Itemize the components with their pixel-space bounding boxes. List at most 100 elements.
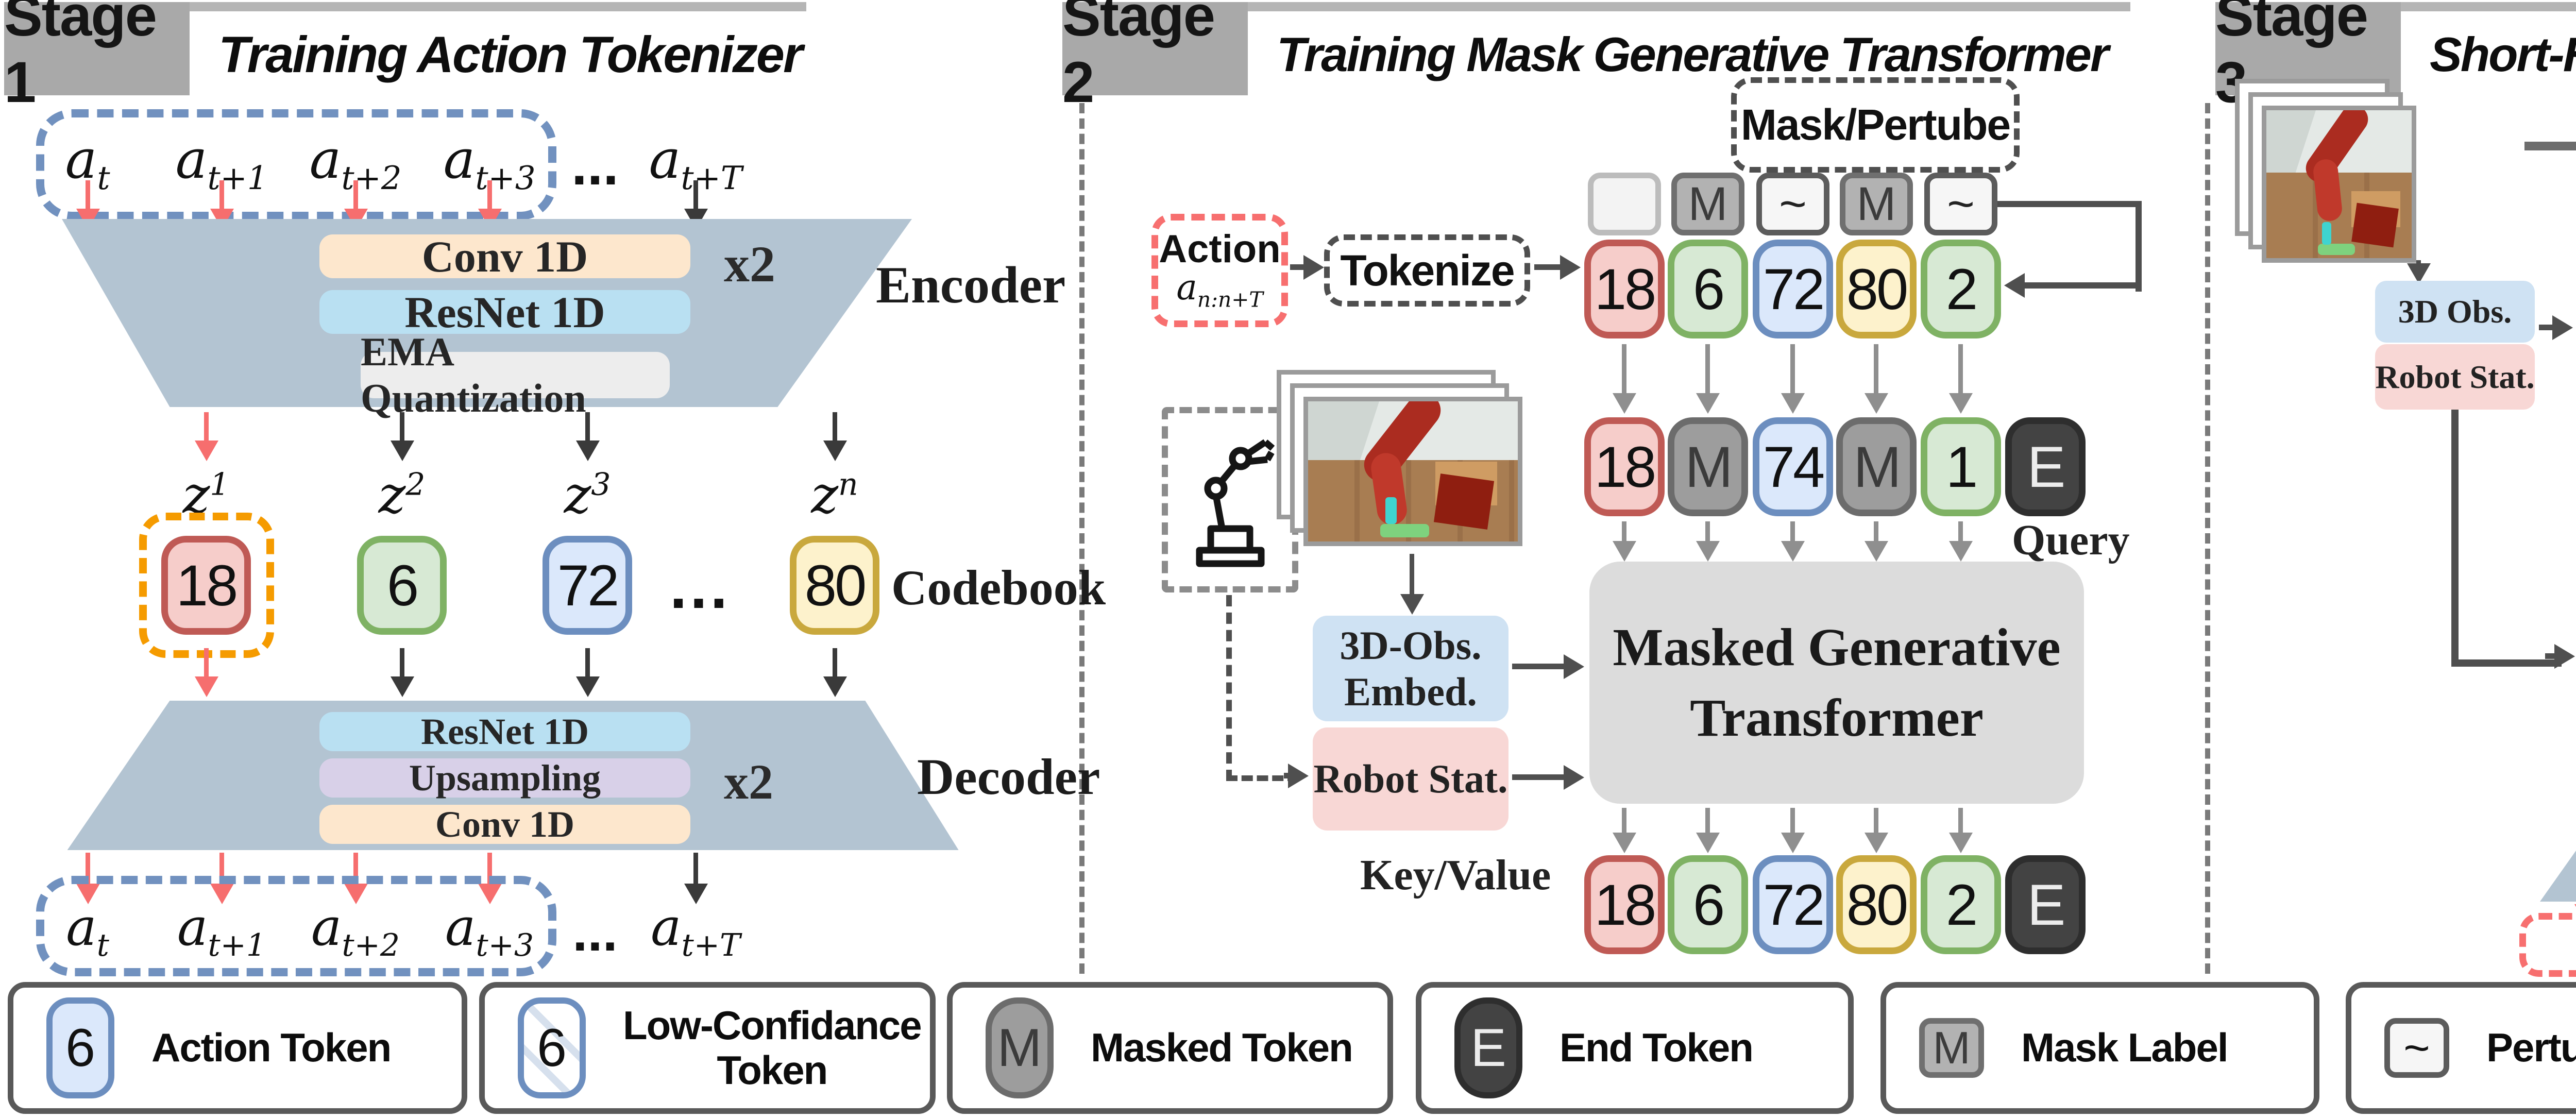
- s2-row2-e: E: [2005, 417, 2086, 516]
- math-a-t1: at+1: [175, 128, 268, 197]
- s2-arr12-5: [1958, 344, 1963, 393]
- s2-arrout-4: [1874, 808, 1878, 833]
- s3-stat-mgt2-arrow: [2545, 653, 2554, 659]
- action-step-arrow: [2524, 142, 2576, 150]
- decoder-label: Decoder: [917, 748, 1100, 805]
- stage2-title: Training Mask Generative Transformer: [1277, 27, 2109, 81]
- stage1-stage2-divider: [1079, 103, 1084, 974]
- arrow-tokenize-tokens: [1534, 264, 1560, 270]
- arrow-input-2: [219, 180, 224, 209]
- s3-arrow-obs-mgt1: [2539, 325, 2552, 330]
- arrow-z3: [585, 412, 590, 441]
- stage1-label: Stage 1: [4, 0, 190, 114]
- stage3-title-plate: Short-Horizon Sampling (MGP-Short): [2401, 11, 2576, 98]
- robot-icon-box: [1162, 407, 1298, 592]
- legend-masked-token-sample: M: [986, 997, 1054, 1098]
- pertube-label-2: ~: [1924, 173, 1997, 235]
- legend-action-token: 6 Action Token: [8, 982, 467, 1114]
- s2-arr2m-4: [1874, 521, 1878, 541]
- arrow-input-4: [487, 180, 492, 209]
- legend-pertube-label-sample: ~: [2384, 1018, 2449, 1078]
- action-input-box: Action an:n+T: [1151, 214, 1288, 327]
- s2-arr2m-5: [1958, 521, 1963, 541]
- s2-row2-18: 18: [1584, 417, 1665, 516]
- legend-end-token-sample: E: [1454, 997, 1522, 1098]
- key-value-label: Key/Value: [1360, 851, 1551, 899]
- arrow-code-2: [400, 648, 404, 676]
- s2-out-2: 2: [1921, 855, 2001, 954]
- s2-row2-74: 74: [1753, 417, 1833, 516]
- legend-mask-label: M Mask Label: [1880, 982, 2319, 1114]
- stage2-stage3-divider: [2205, 103, 2210, 974]
- legend-mask-label-sample: M: [1919, 1018, 1984, 1078]
- math-a-tT: at+T: [649, 128, 742, 197]
- mask-pertube-box: Mask/Pertube: [1731, 77, 2020, 173]
- s3-stat-mgt2-connector: [2451, 410, 2562, 667]
- s2-row2-m2: M: [1836, 417, 1917, 516]
- arrow-code-3: [585, 648, 590, 676]
- tokenize-box: Tokenize: [1324, 234, 1530, 307]
- arrow-obs-mgt: [1512, 664, 1564, 669]
- arrow-zn: [833, 412, 837, 441]
- s3-robot-scene-images: [2235, 79, 2416, 263]
- arrow-output-4: [487, 853, 492, 884]
- robot-arm-icon: [1196, 439, 1275, 567]
- pertube-label-1: ~: [1756, 173, 1829, 235]
- encoder-resnet1d-layer: ResNet 1D: [319, 287, 690, 337]
- arrow-scene-obs: [1410, 554, 1414, 594]
- s2-row1-6: 6: [1668, 240, 1748, 338]
- stage2-label: Stage 2: [1062, 0, 1248, 114]
- s2-row1-72: 72: [1753, 240, 1833, 338]
- s3-robot-stat-box: Robot Stat.: [2375, 344, 2535, 410]
- zn-label: zn: [811, 464, 858, 525]
- s2-out-80: 80: [1836, 855, 1917, 954]
- z3-label: z3: [564, 464, 611, 525]
- robot-stat-dashed-connector: [1226, 595, 1299, 781]
- codebook-token-80: 80: [790, 536, 879, 635]
- arrow-code-4: [833, 648, 837, 676]
- math-a-t2: at+2: [309, 128, 402, 197]
- scene-frame-front: [1303, 397, 1522, 546]
- codebook-ellipsis: ...: [670, 552, 731, 621]
- s2-out-6: 6: [1668, 855, 1748, 954]
- masked-generative-transformer-box: Masked Generative Transformer: [1589, 562, 2084, 804]
- legend-masked-token: M Masked Token: [947, 982, 1393, 1114]
- arrow-action-tokenize: [1290, 264, 1303, 270]
- legend-low-confidence-sample: 6: [518, 997, 586, 1098]
- robot-stat-box: Robot Stat.: [1313, 727, 1509, 831]
- s2-arrout-3: [1790, 808, 1795, 833]
- s2-arr12-3: [1790, 344, 1795, 393]
- z2-label: z2: [378, 464, 426, 525]
- arrow-output-2: [219, 853, 224, 884]
- vq-decoder-trapezoid: VQ Decoder: [2540, 844, 2576, 902]
- obs-embed-box: 3D-Obs. Embed.: [1313, 616, 1509, 721]
- decoder-upsampling-layer: Upsampling: [319, 757, 690, 799]
- arrow-output-3: [353, 853, 358, 884]
- decoder-resnet1d-layer: ResNet 1D: [319, 711, 690, 752]
- arrow-z2: [400, 412, 404, 441]
- mask-label-m1: M: [1671, 173, 1744, 235]
- mask-label-m2: M: [1840, 173, 1913, 235]
- encoder-repeat-label: x2: [724, 235, 775, 293]
- stage1-input-bracket: [36, 109, 556, 220]
- arrow-z1: [204, 412, 209, 441]
- pertube-hook-line: [1997, 201, 2142, 292]
- codebook-token-18: 18: [161, 536, 251, 635]
- codebook-token-6: 6: [357, 536, 447, 635]
- stage1-title: Training Action Tokenizer: [218, 26, 803, 83]
- legend-end-token: E End Token: [1416, 982, 1854, 1114]
- s2-out-72: 72: [1753, 855, 1833, 954]
- math-a-t: at: [65, 128, 110, 197]
- stage1-title-plate: Training Action Tokenizer: [190, 11, 806, 98]
- stage1-output-bracket: [36, 876, 556, 976]
- s2-row2-1: 1: [1921, 417, 2001, 516]
- robot-stat-connector-arrow: [1284, 773, 1288, 778]
- s2-row1-80: 80: [1836, 240, 1917, 338]
- math-out-a-t2: at+2: [311, 896, 400, 963]
- legend-pertube-label: ~ Pertube Label: [2346, 982, 2576, 1114]
- s2-row1-2: 2: [1921, 240, 2001, 338]
- decoded-actions-box: a0 a1 ... an: [2519, 913, 2576, 977]
- mask-label-blank: [1588, 173, 1661, 235]
- query-label: Query: [2012, 516, 2130, 564]
